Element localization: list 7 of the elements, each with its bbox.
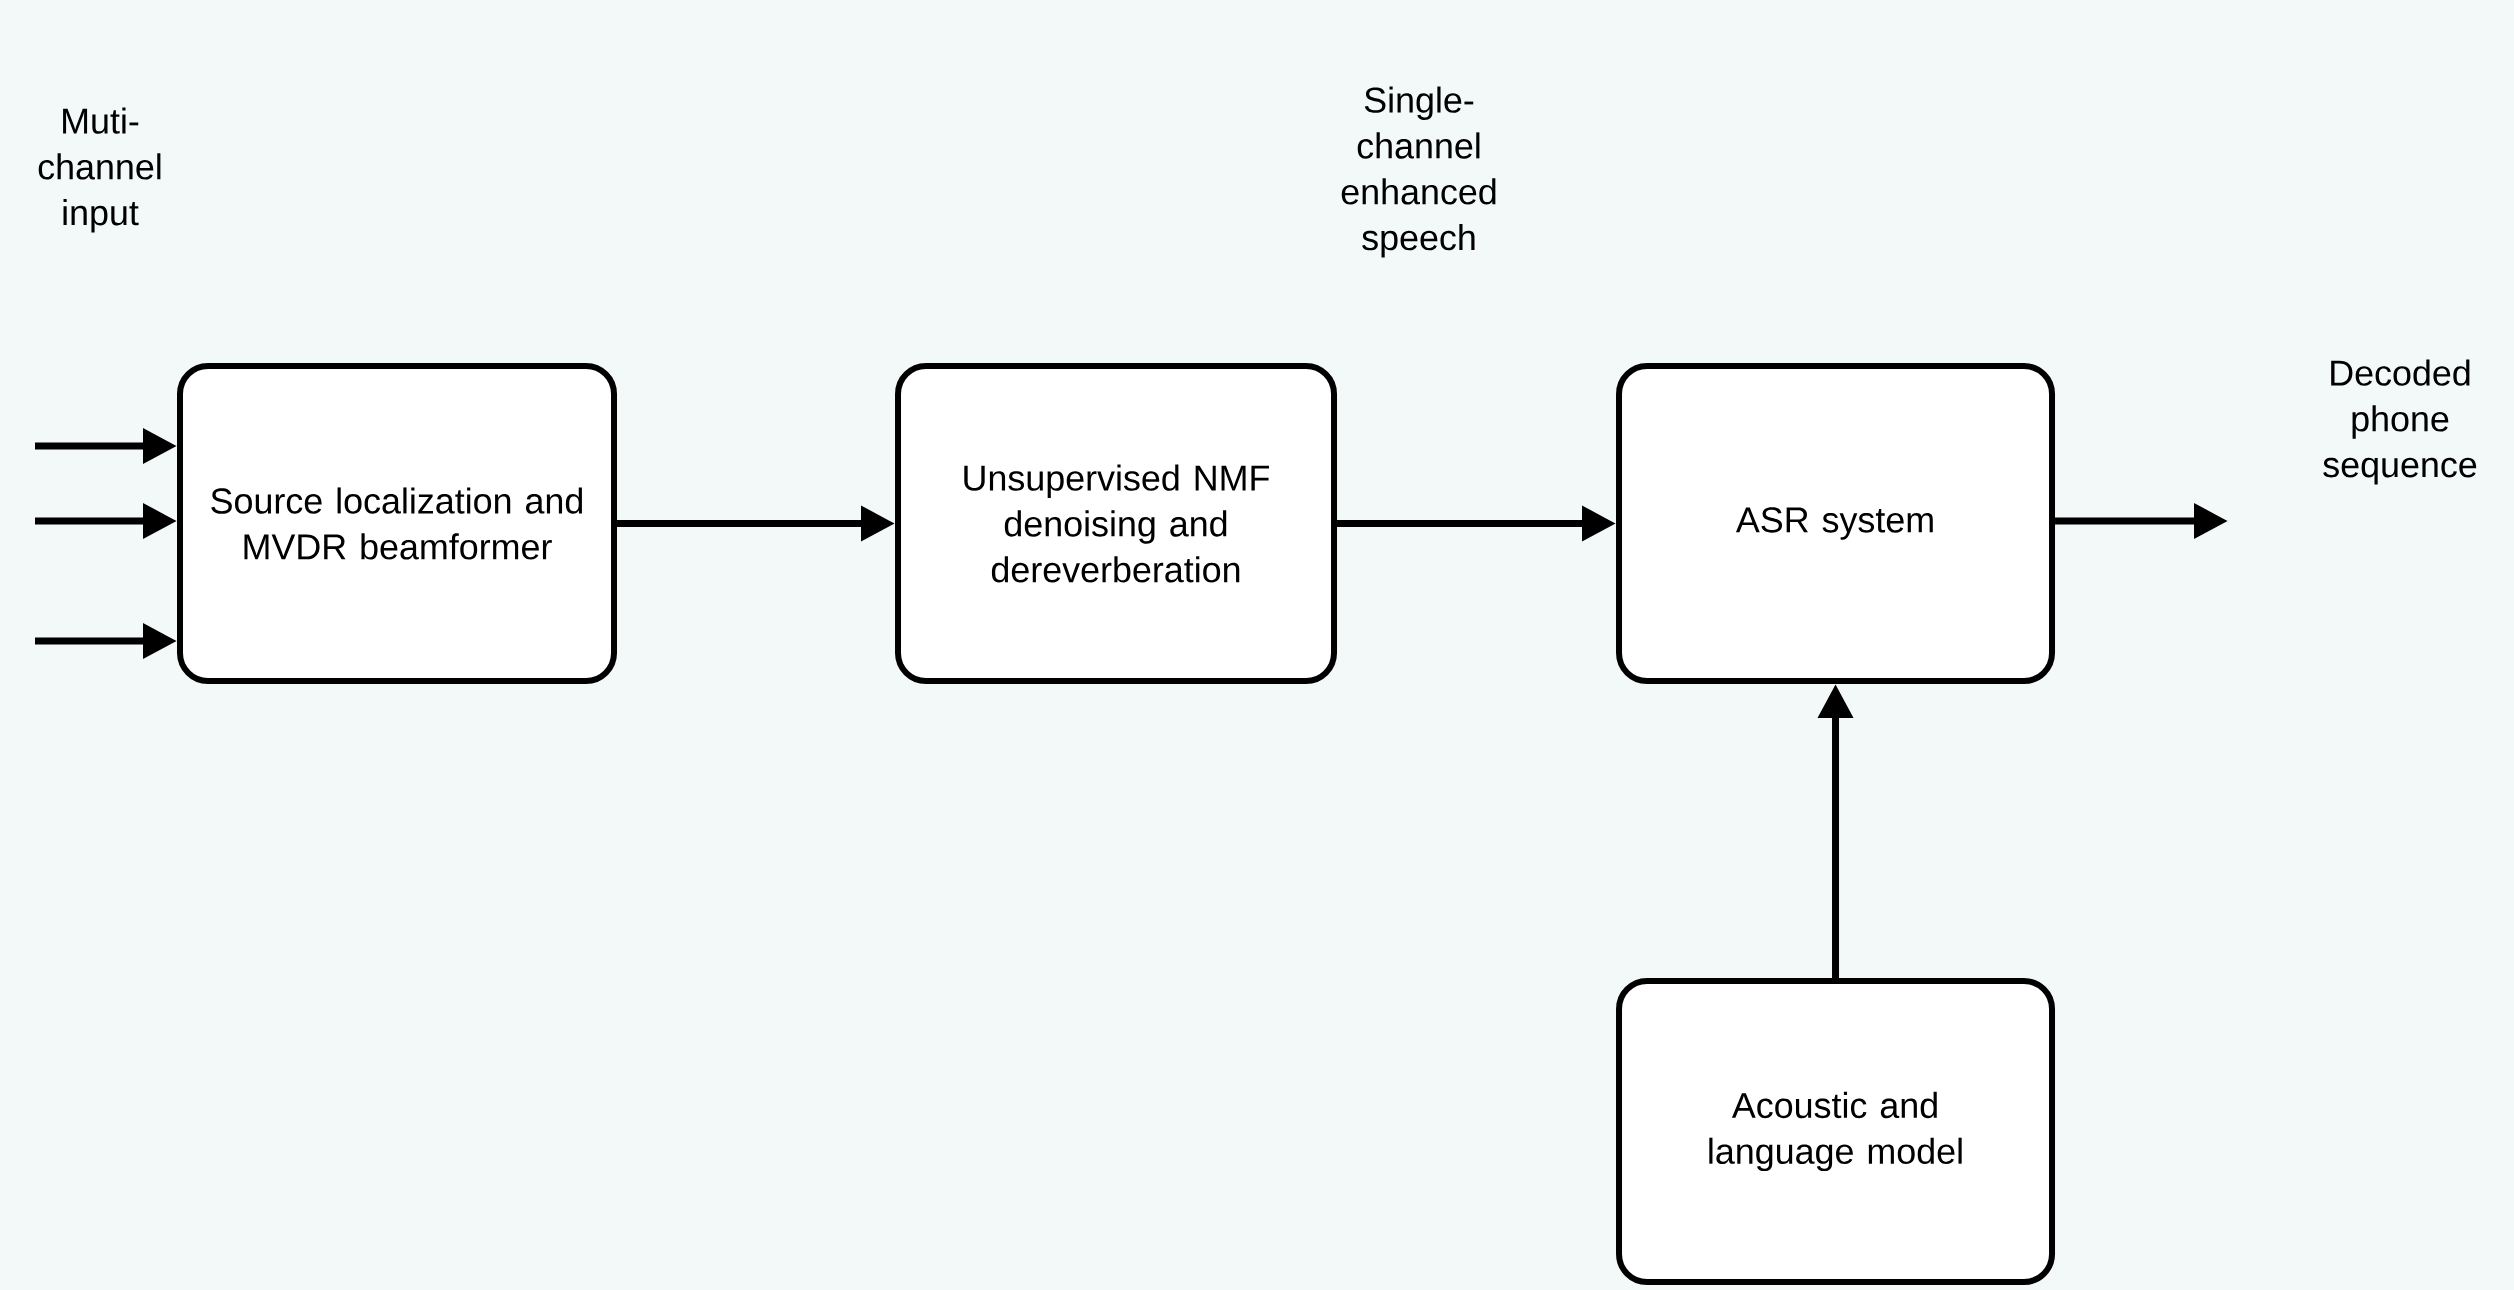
- annotation-text: Single- channel enhanced speech: [1341, 86, 1496, 258]
- annotation-text: Muti- channel input: [38, 107, 161, 233]
- process-box: ASR system: [1616, 363, 2056, 684]
- process-box: Acoustic and language model: [1616, 978, 2056, 1285]
- annotation-text: Decoded phone sequence: [2323, 359, 2477, 485]
- process-box: Source localization and MVDR beamformer: [177, 363, 617, 684]
- process-box: Unsupervised NMF denoising and dereverberation: [895, 363, 1337, 684]
